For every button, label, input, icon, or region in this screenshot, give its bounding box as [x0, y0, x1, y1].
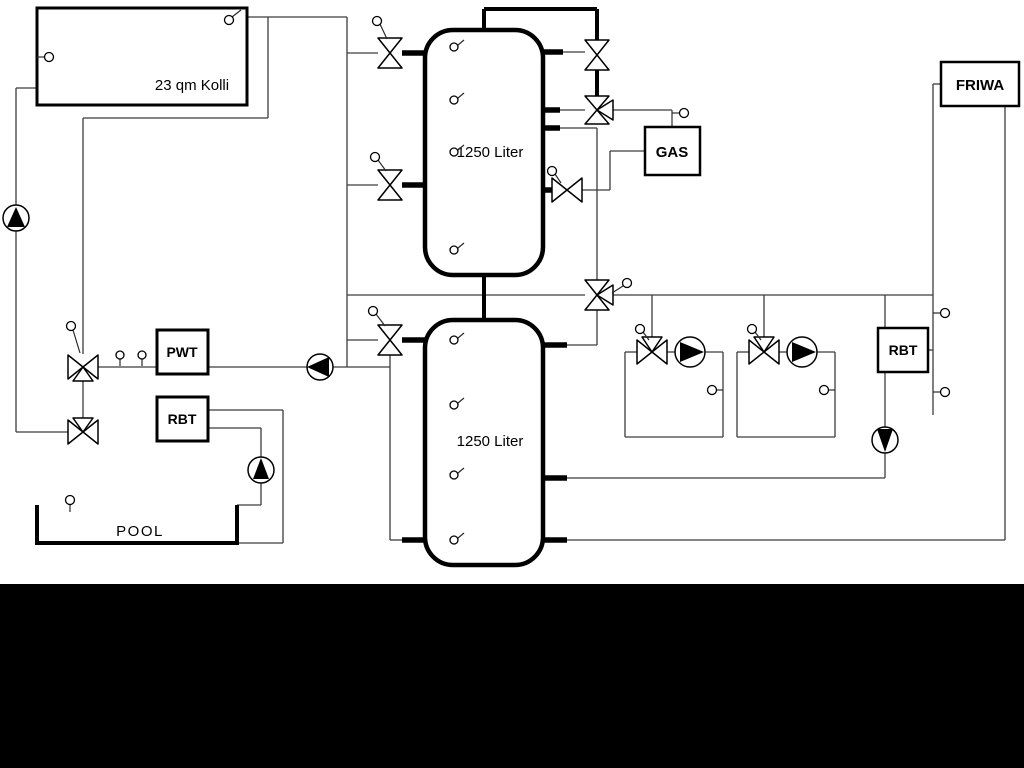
valve-heating-circuit-2	[748, 336, 780, 365]
temp-sensor-icon	[611, 277, 633, 294]
pwt-label: PWT	[166, 344, 198, 360]
rbt-right: RBT	[876, 326, 930, 374]
temp-sensor-icon	[137, 350, 147, 366]
temp-sensor-icon	[672, 107, 690, 119]
valve-boiler-threeway	[584, 95, 614, 125]
temp-sensor-icon	[449, 144, 465, 157]
friwa-label: FRIWA	[956, 77, 1004, 94]
hydraulic-diagram: 23 qm Kolli 1250 Liter 1250 Liter	[2, 6, 1021, 568]
tank-top-label: 1250 Liter	[457, 144, 524, 161]
solar-collector: 23 qm Kolli	[35, 6, 249, 107]
valve-tank2-charge	[377, 324, 403, 356]
valve-distribution-mixer	[584, 279, 614, 311]
valve-solar-pwt	[67, 354, 99, 382]
temp-sensor-icon	[37, 51, 55, 63]
pump-heating-1-icon	[674, 336, 706, 368]
pump-rbt-right-icon	[871, 426, 899, 454]
pump-pool-icon	[247, 456, 275, 484]
temp-sensor-icon	[369, 151, 387, 172]
temp-sensor-icon	[115, 350, 125, 366]
pool-label: POOL	[116, 523, 164, 540]
friwa-module: FRIWA	[939, 60, 1021, 108]
buffer-tank-top: 1250 Liter	[422, 27, 546, 278]
temp-sensor-icon	[449, 532, 465, 545]
bottom-black-bar	[0, 584, 1024, 768]
pump-pwt-icon	[306, 353, 334, 381]
rbt-right-label: RBT	[889, 342, 918, 358]
temp-sensor-icon	[223, 9, 242, 26]
temp-sensor-icon	[64, 494, 76, 512]
rbt-left: RBT	[155, 395, 210, 443]
temp-sensor-icon	[449, 92, 465, 105]
pwt-heat-exchanger: PWT	[155, 328, 210, 376]
valve-tank1-mid-charge	[377, 169, 403, 201]
pipes-thin	[15, 16, 1006, 544]
temp-sensor-icon	[634, 323, 650, 341]
rbt-left-label: RBT	[168, 411, 197, 427]
buffer-tank-bottom: 1250 Liter	[422, 317, 546, 568]
temp-sensor-icon	[818, 384, 835, 396]
gas-boiler: GAS	[643, 125, 702, 177]
temp-sensor-icon	[706, 384, 723, 396]
temp-sensor-icon	[449, 39, 465, 52]
temp-sensor-icon	[449, 242, 465, 255]
temp-sensor-icon	[371, 15, 388, 40]
gas-label: GAS	[656, 144, 689, 161]
temp-sensor-icon	[449, 467, 465, 480]
temp-sensor-icon	[449, 397, 465, 410]
temp-sensor-icon	[546, 165, 562, 184]
pump-solar-icon	[2, 204, 30, 232]
temp-sensor-icon	[933, 386, 951, 398]
temp-sensor-icon	[367, 305, 386, 327]
temp-sensor-icon	[933, 307, 951, 319]
valve-solar-rbt	[67, 417, 99, 445]
valve-boiler-return	[551, 177, 583, 203]
temp-sensor-icon	[65, 320, 81, 354]
valve-heating-circuit-1	[636, 336, 668, 365]
pipes-bold	[482, 7, 599, 320]
valve-tank1-top-charge	[377, 37, 403, 69]
valve-boiler-top	[584, 39, 610, 71]
pump-heating-2-icon	[786, 336, 818, 368]
pool: POOL	[35, 494, 239, 545]
temp-sensor-icon	[449, 332, 465, 345]
temp-sensor-icon	[746, 323, 762, 341]
collector-label: 23 qm Kolli	[155, 77, 229, 94]
tank-bottom-label: 1250 Liter	[457, 433, 524, 450]
